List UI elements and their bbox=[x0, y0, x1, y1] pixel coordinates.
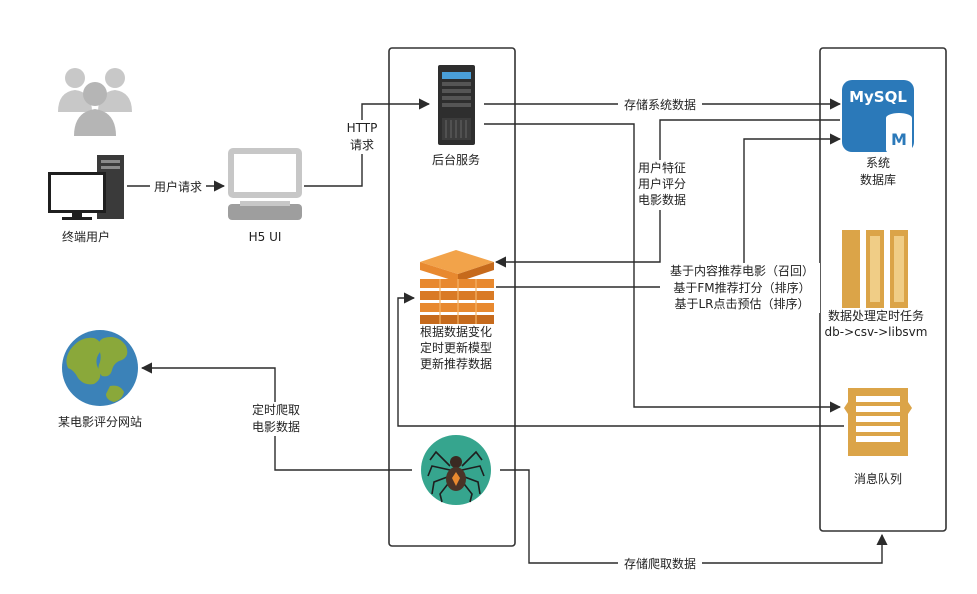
model-update-label-line1: 根据数据变化 bbox=[420, 324, 492, 339]
system-db-label-line2: 数据库 bbox=[860, 172, 896, 187]
message-queue-label: 消息队列 bbox=[854, 471, 902, 486]
middle-container bbox=[388, 47, 516, 547]
laptop-icon bbox=[228, 148, 302, 220]
edge-label-user-request: 用户请求 bbox=[154, 179, 202, 194]
batch-job-label-line2: db->csv->libsvm bbox=[825, 325, 928, 339]
system-db-label-line1: 系统 bbox=[866, 156, 890, 170]
edge-label-store-system-data: 存储系统数据 bbox=[624, 97, 696, 112]
mysql-icon: MySQL M bbox=[842, 80, 914, 155]
mysql-logo-text: MySQL bbox=[849, 88, 907, 106]
edge-queue-to-model bbox=[397, 292, 844, 427]
edge-label-user-features: 用户特征 bbox=[638, 160, 686, 175]
edge-label-request: 请求 bbox=[350, 138, 374, 152]
edge-label-content-recall: 基于内容推荐电影（召回） bbox=[670, 263, 814, 278]
edge-label-crawl: 定时爬取 bbox=[252, 402, 300, 417]
edge-store-system-data: 存储系统数据 bbox=[484, 96, 842, 112]
edge-user-request: 用户请求 bbox=[127, 178, 226, 194]
batch-job-icon bbox=[842, 230, 908, 308]
edge-label-fm-rank: 基于FM推荐打分（排序） bbox=[673, 280, 810, 295]
edge-label-movie-data: 电影数据 bbox=[638, 192, 686, 207]
movie-site-label: 某电影评分网站 bbox=[58, 415, 142, 429]
edge-user-features: 用户特征 用户评分 电影数据 bbox=[494, 119, 840, 268]
edge-crawl-schedule: 定时爬取 电影数据 bbox=[140, 362, 412, 471]
message-queue-icon bbox=[844, 388, 912, 456]
edge-store-crawled-data: 存储爬取数据 bbox=[500, 469, 888, 571]
edge-label-http: HTTP bbox=[347, 121, 378, 135]
backend-label: 后台服务 bbox=[432, 152, 480, 167]
model-update-label-line3: 更新推荐数据 bbox=[420, 356, 492, 371]
earth-globe-icon bbox=[62, 330, 138, 406]
batch-job-label-line1: 数据处理定时任务 bbox=[828, 308, 924, 323]
edge-recommend-methods: 基于内容推荐电影（召回） 基于FM推荐打分（排序） 基于LR点击预估（排序） bbox=[496, 133, 842, 313]
edge-label-user-ratings: 用户评分 bbox=[638, 176, 686, 191]
edge-backend-to-queue bbox=[484, 123, 842, 413]
server-icon bbox=[438, 65, 475, 145]
h5-ui-label: H5 UI bbox=[249, 230, 282, 244]
users-group-icon bbox=[58, 68, 132, 136]
edge-label-store-crawled-data: 存储爬取数据 bbox=[624, 556, 696, 571]
model-update-label-line2: 定时更新模型 bbox=[420, 340, 492, 355]
edge-label-lr-ctr: 基于LR点击预估（排序） bbox=[674, 296, 809, 311]
desktop-computer-icon bbox=[48, 155, 124, 220]
model-update-icon bbox=[420, 250, 494, 324]
spider-icon bbox=[421, 435, 491, 505]
mysql-db-letter: M bbox=[891, 130, 907, 149]
end-user-label: 终端用户 bbox=[62, 229, 110, 244]
edge-label-movie-data-2: 电影数据 bbox=[252, 419, 300, 434]
edge-http-request: HTTP 请求 bbox=[304, 98, 431, 187]
